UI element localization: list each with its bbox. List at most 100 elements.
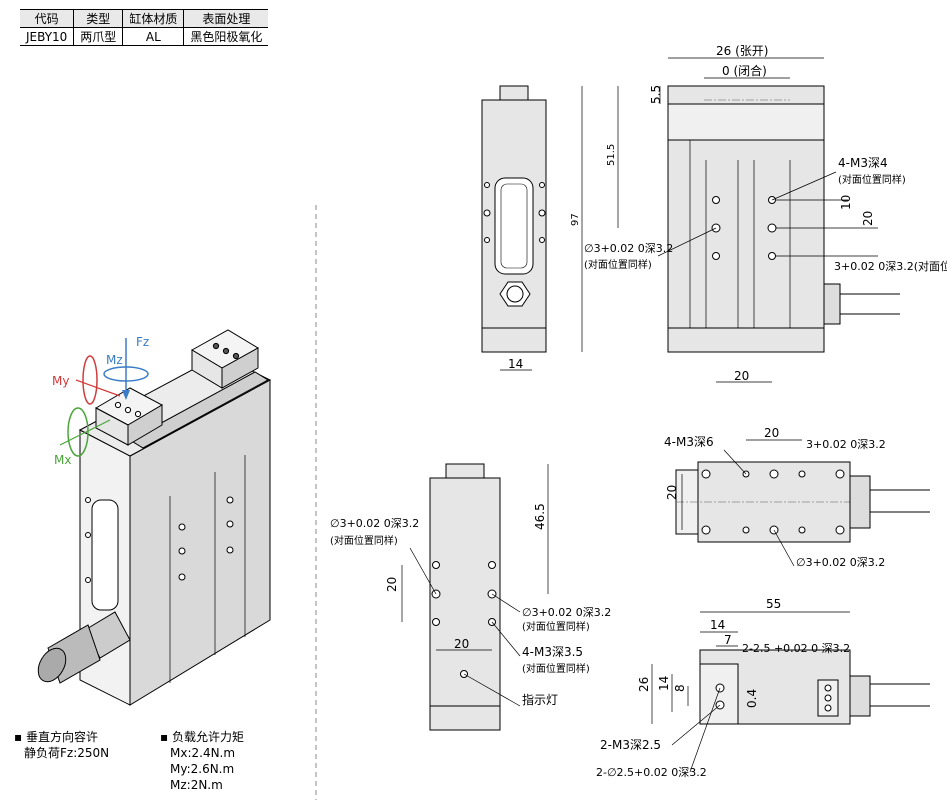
side-hole (483, 209, 491, 217)
iso-indicator-window (91, 499, 119, 611)
dim-46-5: 46.5 (533, 503, 547, 530)
top-hole (701, 469, 711, 479)
front-hole (767, 223, 777, 233)
my-ring (82, 355, 98, 405)
bf-body (429, 477, 501, 731)
front-cable-nut (823, 283, 841, 325)
top-hole (742, 526, 750, 534)
side-hole (539, 182, 545, 188)
leader-line (491, 621, 521, 657)
dim-open: 26 (张开) (716, 44, 768, 58)
callout-pin-d: ∅3+0.02 0深3.2 (522, 606, 611, 619)
vertical-load-title: ▪ 垂直方向容许 (14, 729, 98, 744)
cell-type: 两爪型 (73, 27, 124, 46)
top-hole (835, 525, 845, 535)
front-hole (712, 252, 720, 260)
bf-hole (432, 561, 440, 569)
front-jaw-top (667, 85, 825, 105)
callout-pin-25b: 2-∅2.5+0.02 0深3.2 (596, 766, 707, 779)
front-view: 26 (张开) 0 (闭合) 5.5 51.5 97 20 10 20 4-M3… (570, 44, 947, 383)
callout-same-pos: (对面位置同样) (838, 173, 906, 186)
iso-rail (129, 371, 269, 449)
spec-table-header: 代码 类型 缸体材质 表面处理 (20, 9, 269, 28)
header-surface: 表面处理 (183, 9, 269, 28)
side-hole (484, 182, 490, 188)
callout-pin-c: ∅3+0.02 0深3.2 (330, 517, 419, 530)
moment-mz: Mz:2N.m (170, 778, 223, 792)
iso-cable-end (37, 647, 67, 683)
moment-title: ▪ 负载允许力矩 (160, 729, 244, 744)
cell-material: AL (122, 27, 185, 46)
top-hole (835, 469, 845, 479)
side-hole (484, 237, 490, 243)
leader-line (409, 547, 437, 595)
dim-55: 55 (766, 597, 781, 611)
header-code: 代码 (20, 9, 75, 28)
front-hole (768, 252, 776, 260)
mz-label: Mz (106, 353, 123, 367)
dim-7: 7 (724, 633, 732, 647)
cell-surface: 黑色阳极氧化 (183, 27, 269, 46)
front-body (667, 139, 825, 353)
spec-table-row: JEBY10 两爪型 AL 黑色阳极氧化 (20, 27, 269, 46)
dim-20-bf: 20 (454, 637, 469, 651)
front-hole (712, 196, 720, 204)
side-hole (539, 237, 545, 243)
iso-body-hole (178, 523, 186, 531)
leader-line (657, 227, 717, 257)
leader-line (773, 529, 795, 567)
mx-axis (59, 419, 111, 446)
top-view: 20 20 4-M3深6 3+0.02 0深3.2 ∅3+0.02 0深3.2 (664, 426, 930, 569)
bottom-cable-nut (849, 675, 871, 717)
iso-jaw-2-side (191, 349, 223, 389)
top-hole (701, 525, 711, 535)
callout-m3-depth4: 4-M3深4 (838, 156, 888, 170)
bottom-hole (824, 704, 832, 712)
iso-body-hole (226, 520, 234, 528)
side-window (494, 177, 534, 275)
dim-14-vert: 14 (657, 676, 671, 691)
my-axis (75, 379, 121, 397)
iso-body-hole (178, 573, 186, 581)
callout-same-pos-e: (对面位置同样) (522, 662, 590, 675)
dim-51-5: 51.5 (606, 144, 617, 166)
fz-label: Fz (136, 335, 149, 349)
iso-side-hole (85, 577, 91, 583)
iso-jaw-hole (232, 352, 240, 360)
dim-97: 97 (570, 213, 581, 226)
bf-jaw (445, 463, 485, 479)
moment-my: My:2.6N.m (170, 762, 234, 776)
callout-pin-f: ∅3+0.02 0深3.2 (796, 556, 885, 569)
moment-mx: Mx:2.4N.m (170, 746, 235, 760)
front-cable (840, 293, 900, 315)
bottom-hole (824, 684, 832, 692)
callout-same-pos-c: (对面位置同样) (330, 534, 398, 547)
callout-pin-b: 3+0.02 0深3.2(对面位置同样) (834, 259, 947, 273)
iso-body-hole (226, 546, 234, 554)
iso-jaw-hole (114, 401, 122, 409)
dim-14-side: 14 (508, 357, 523, 371)
top-cable (870, 489, 930, 513)
mx-ring (67, 407, 89, 457)
callout-same-pos-d: (对面位置同样) (522, 620, 590, 633)
side-window-inner (500, 183, 528, 269)
callout-m3-depth6: 4-M3深6 (664, 435, 714, 449)
top-hole (769, 469, 779, 479)
mx-label: Mx (54, 453, 71, 467)
isometric-view: Fz Mz My Mx (37, 329, 272, 706)
top-hole (798, 470, 806, 478)
front-head (667, 103, 825, 141)
leader-line (671, 704, 721, 746)
leader-line (771, 171, 837, 201)
dim-0-4: 0.4 (745, 689, 759, 708)
iso-side-hole (85, 497, 91, 503)
header-material: 缸体材质 (122, 9, 185, 28)
iso-jaw-hole (134, 410, 142, 418)
dim-14-bottom: 14 (710, 618, 725, 632)
callout-pin-25: 2-2.5 +0.02 0 深3.2 (742, 642, 850, 655)
bottom-cable (870, 683, 930, 707)
bottom-hole (824, 694, 832, 702)
dim-closed: 0 (闭合) (722, 63, 767, 78)
iso-body-hole (178, 547, 186, 555)
